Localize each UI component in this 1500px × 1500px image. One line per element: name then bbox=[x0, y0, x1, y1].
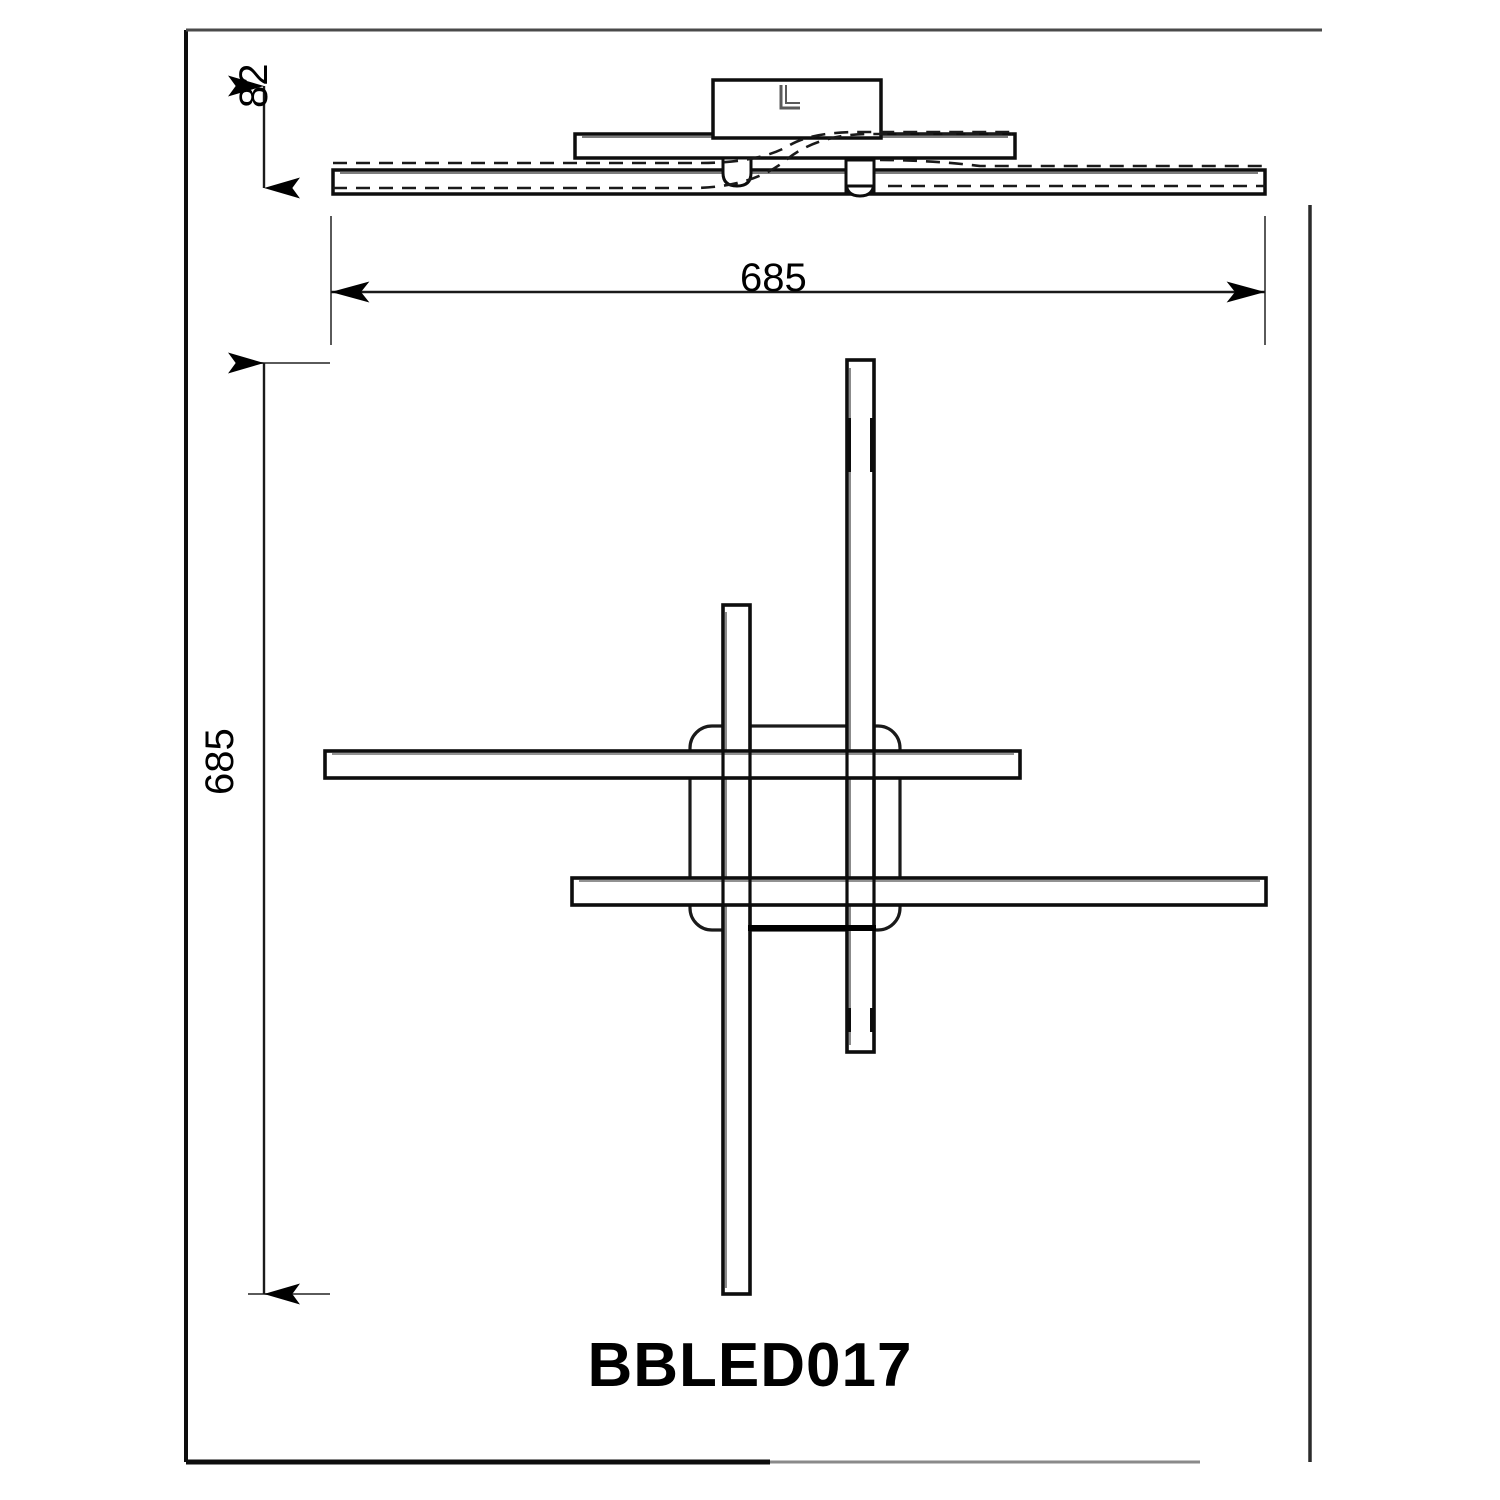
elevation-hidden-lines bbox=[333, 130, 1265, 190]
side-elevation-view bbox=[331, 78, 1267, 198]
plan-view bbox=[323, 358, 1268, 1296]
plan-vertical-bar-left bbox=[721, 603, 752, 1296]
dimension-label-thickness: 82 bbox=[232, 63, 276, 109]
elevation-upper-connector bbox=[721, 156, 753, 188]
dimension-overall-width bbox=[330, 216, 1266, 345]
elevation-lower-bar bbox=[331, 168, 1267, 196]
part-code-label: BBLED017 bbox=[587, 1331, 913, 1400]
dimension-overall-height bbox=[227, 352, 330, 1305]
dimension-label-width: 685 bbox=[740, 256, 807, 300]
sheet-border bbox=[184, 28, 1322, 1465]
plan-horizontal-bar-upper bbox=[323, 749, 1022, 780]
elevation-canopy-box bbox=[711, 78, 883, 140]
elevation-lower-connector bbox=[844, 158, 876, 198]
plan-vertical-bar-right bbox=[845, 358, 876, 1054]
plan-bar-crossing-detail bbox=[721, 751, 876, 905]
dimension-label-height: 685 bbox=[198, 728, 242, 795]
plan-horizontal-bar-lower bbox=[570, 876, 1268, 907]
